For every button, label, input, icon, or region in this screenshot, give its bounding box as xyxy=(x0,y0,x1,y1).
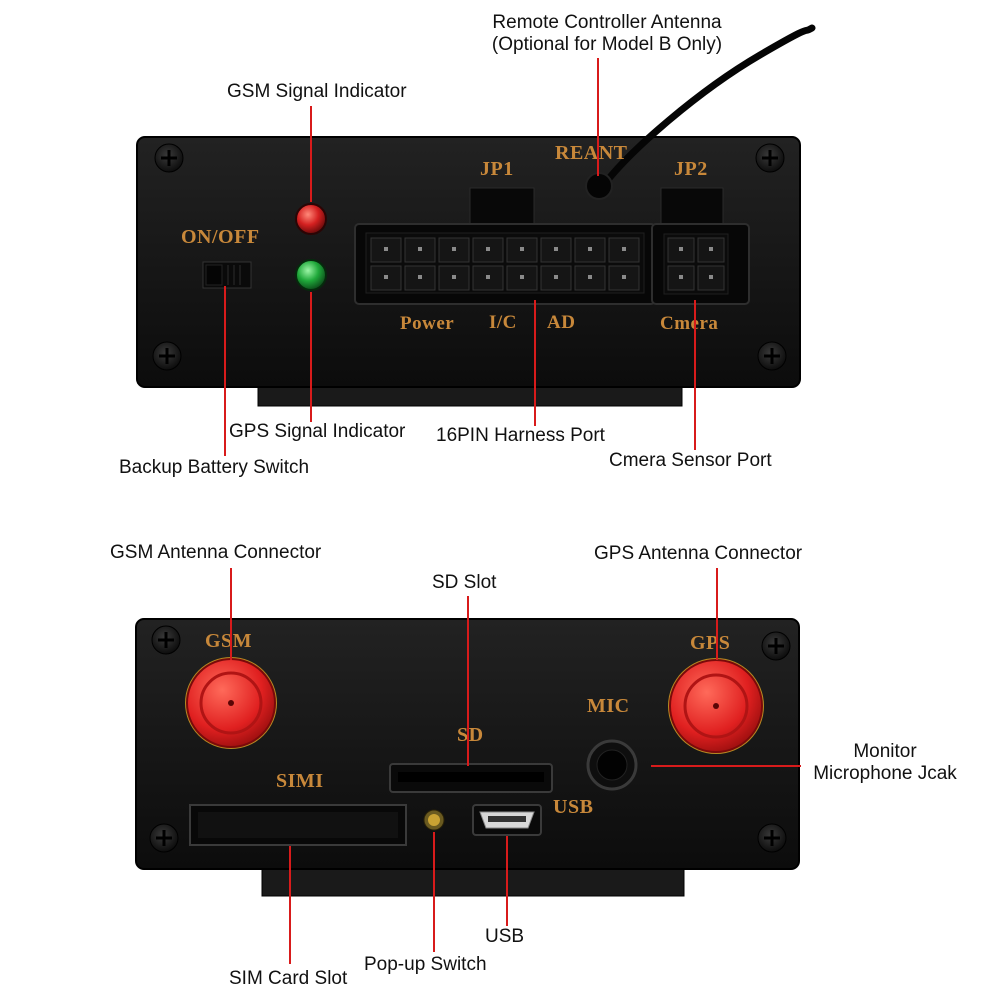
callout-sim-slot: SIM Card Slot xyxy=(229,968,348,989)
callout-gsm-signal: GSM Signal Indicator xyxy=(227,81,407,102)
connector-pin-contact xyxy=(486,275,490,279)
connector-pin-contact xyxy=(588,275,592,279)
leader-camera-port xyxy=(694,300,696,450)
screw-icon xyxy=(154,143,184,173)
callout-harness-port: 16PIN Harness Port xyxy=(436,425,605,446)
antenna-cable xyxy=(599,24,816,190)
connector-pin-contact xyxy=(384,275,388,279)
callout-gps-antenna: GPS Antenna Connector xyxy=(594,543,803,564)
harness-pins xyxy=(370,237,640,291)
mic-jack xyxy=(586,739,638,791)
connector-pin xyxy=(540,265,572,291)
backup-battery-switch xyxy=(202,261,252,289)
callout-monitor-mic-line1: Monitor xyxy=(853,741,917,762)
callout-gps-signal: GPS Signal Indicator xyxy=(229,421,406,442)
leader-gsm-signal xyxy=(310,106,312,202)
leader-monitor-mic xyxy=(651,765,801,767)
connector-pin-contact xyxy=(709,247,713,251)
callout-monitor-mic: Monitor Microphone Jcak xyxy=(800,741,970,785)
screw-icon xyxy=(152,341,182,371)
jp1-label: JP1 xyxy=(480,158,514,180)
screw-icon xyxy=(757,823,787,853)
screw-icon xyxy=(761,631,791,661)
ad-label: AD xyxy=(547,312,576,333)
leader-sim-slot xyxy=(289,846,291,964)
connector-pin-contact xyxy=(622,275,626,279)
connector-pin-contact xyxy=(452,247,456,251)
leader-backup-battery xyxy=(224,286,226,456)
gsm-signal-led xyxy=(295,203,327,235)
simi-label: SIMI xyxy=(276,770,324,792)
mic-label: MIC xyxy=(587,695,630,717)
leader-harness-port xyxy=(534,300,536,426)
popup-switch xyxy=(423,809,445,831)
sd-label: SD xyxy=(457,724,484,746)
screw-icon xyxy=(149,823,179,853)
callout-sd-slot: SD Slot xyxy=(432,572,497,593)
connector-pin-contact xyxy=(418,247,422,251)
callout-remote-antenna-line1: Remote Controller Antenna xyxy=(492,12,722,33)
sim-card-slot xyxy=(189,804,407,846)
gps-antenna-connector xyxy=(668,658,764,754)
jp2-label: JP2 xyxy=(674,158,708,180)
callout-remote-antenna: Remote Controller Antenna (Optional for … xyxy=(462,12,752,56)
connector-pin-contact xyxy=(679,275,683,279)
usb-port xyxy=(472,804,542,836)
callout-popup-switch: Pop-up Switch xyxy=(364,954,487,975)
connector-pin-contact xyxy=(709,275,713,279)
gsm-antenna-connector xyxy=(185,657,277,749)
callout-gsm-antenna: GSM Antenna Connector xyxy=(110,542,322,563)
onoff-label: ON/OFF xyxy=(181,226,260,248)
connector-pin-contact xyxy=(679,247,683,251)
leader-gps-signal xyxy=(310,292,312,422)
connector-pin-contact xyxy=(554,247,558,251)
gsm-label: GSM xyxy=(205,630,253,652)
antenna-jack xyxy=(585,172,613,200)
power-label: Power xyxy=(400,313,455,334)
callout-monitor-mic-line2: Microphone Jcak xyxy=(813,763,957,784)
gps-signal-led xyxy=(295,259,327,291)
front-panel xyxy=(136,24,816,407)
connector-pin-contact xyxy=(384,247,388,251)
leader-remote-antenna xyxy=(597,58,599,176)
camera-pins xyxy=(667,237,725,291)
connector-pin xyxy=(506,237,538,263)
callout-backup-battery: Backup Battery Switch xyxy=(119,457,310,478)
usb-panel-label: USB xyxy=(553,796,594,818)
reant-label: REANT xyxy=(555,142,628,164)
screw-icon xyxy=(757,341,787,371)
leader-usb xyxy=(506,836,508,926)
callout-camera-port: Cmera Sensor Port xyxy=(609,450,772,471)
connector-pin xyxy=(608,265,640,291)
callout-usb: USB xyxy=(485,926,525,947)
ic-label: I/C xyxy=(489,312,517,333)
leader-popup-switch xyxy=(433,832,435,952)
screw-icon xyxy=(151,625,181,655)
gps-label: GPS xyxy=(690,632,731,654)
connector-pin-contact xyxy=(418,275,422,279)
screw-icon xyxy=(755,143,785,173)
leader-sd-slot xyxy=(467,596,469,766)
connector-pin-contact xyxy=(588,247,592,251)
connector-pin-contact xyxy=(622,247,626,251)
leader-gps-antenna xyxy=(716,568,718,660)
connector-pin-contact xyxy=(520,275,524,279)
callout-remote-antenna-line2: (Optional for Model B Only) xyxy=(491,34,723,55)
connector-pin-contact xyxy=(520,247,524,251)
connector-pin-contact xyxy=(452,275,456,279)
cmera-label: Cmera xyxy=(660,313,719,334)
connector-pin-contact xyxy=(486,247,490,251)
connector-pin-contact xyxy=(554,275,558,279)
sd-slot xyxy=(389,763,553,793)
leader-gsm-antenna xyxy=(230,568,232,660)
